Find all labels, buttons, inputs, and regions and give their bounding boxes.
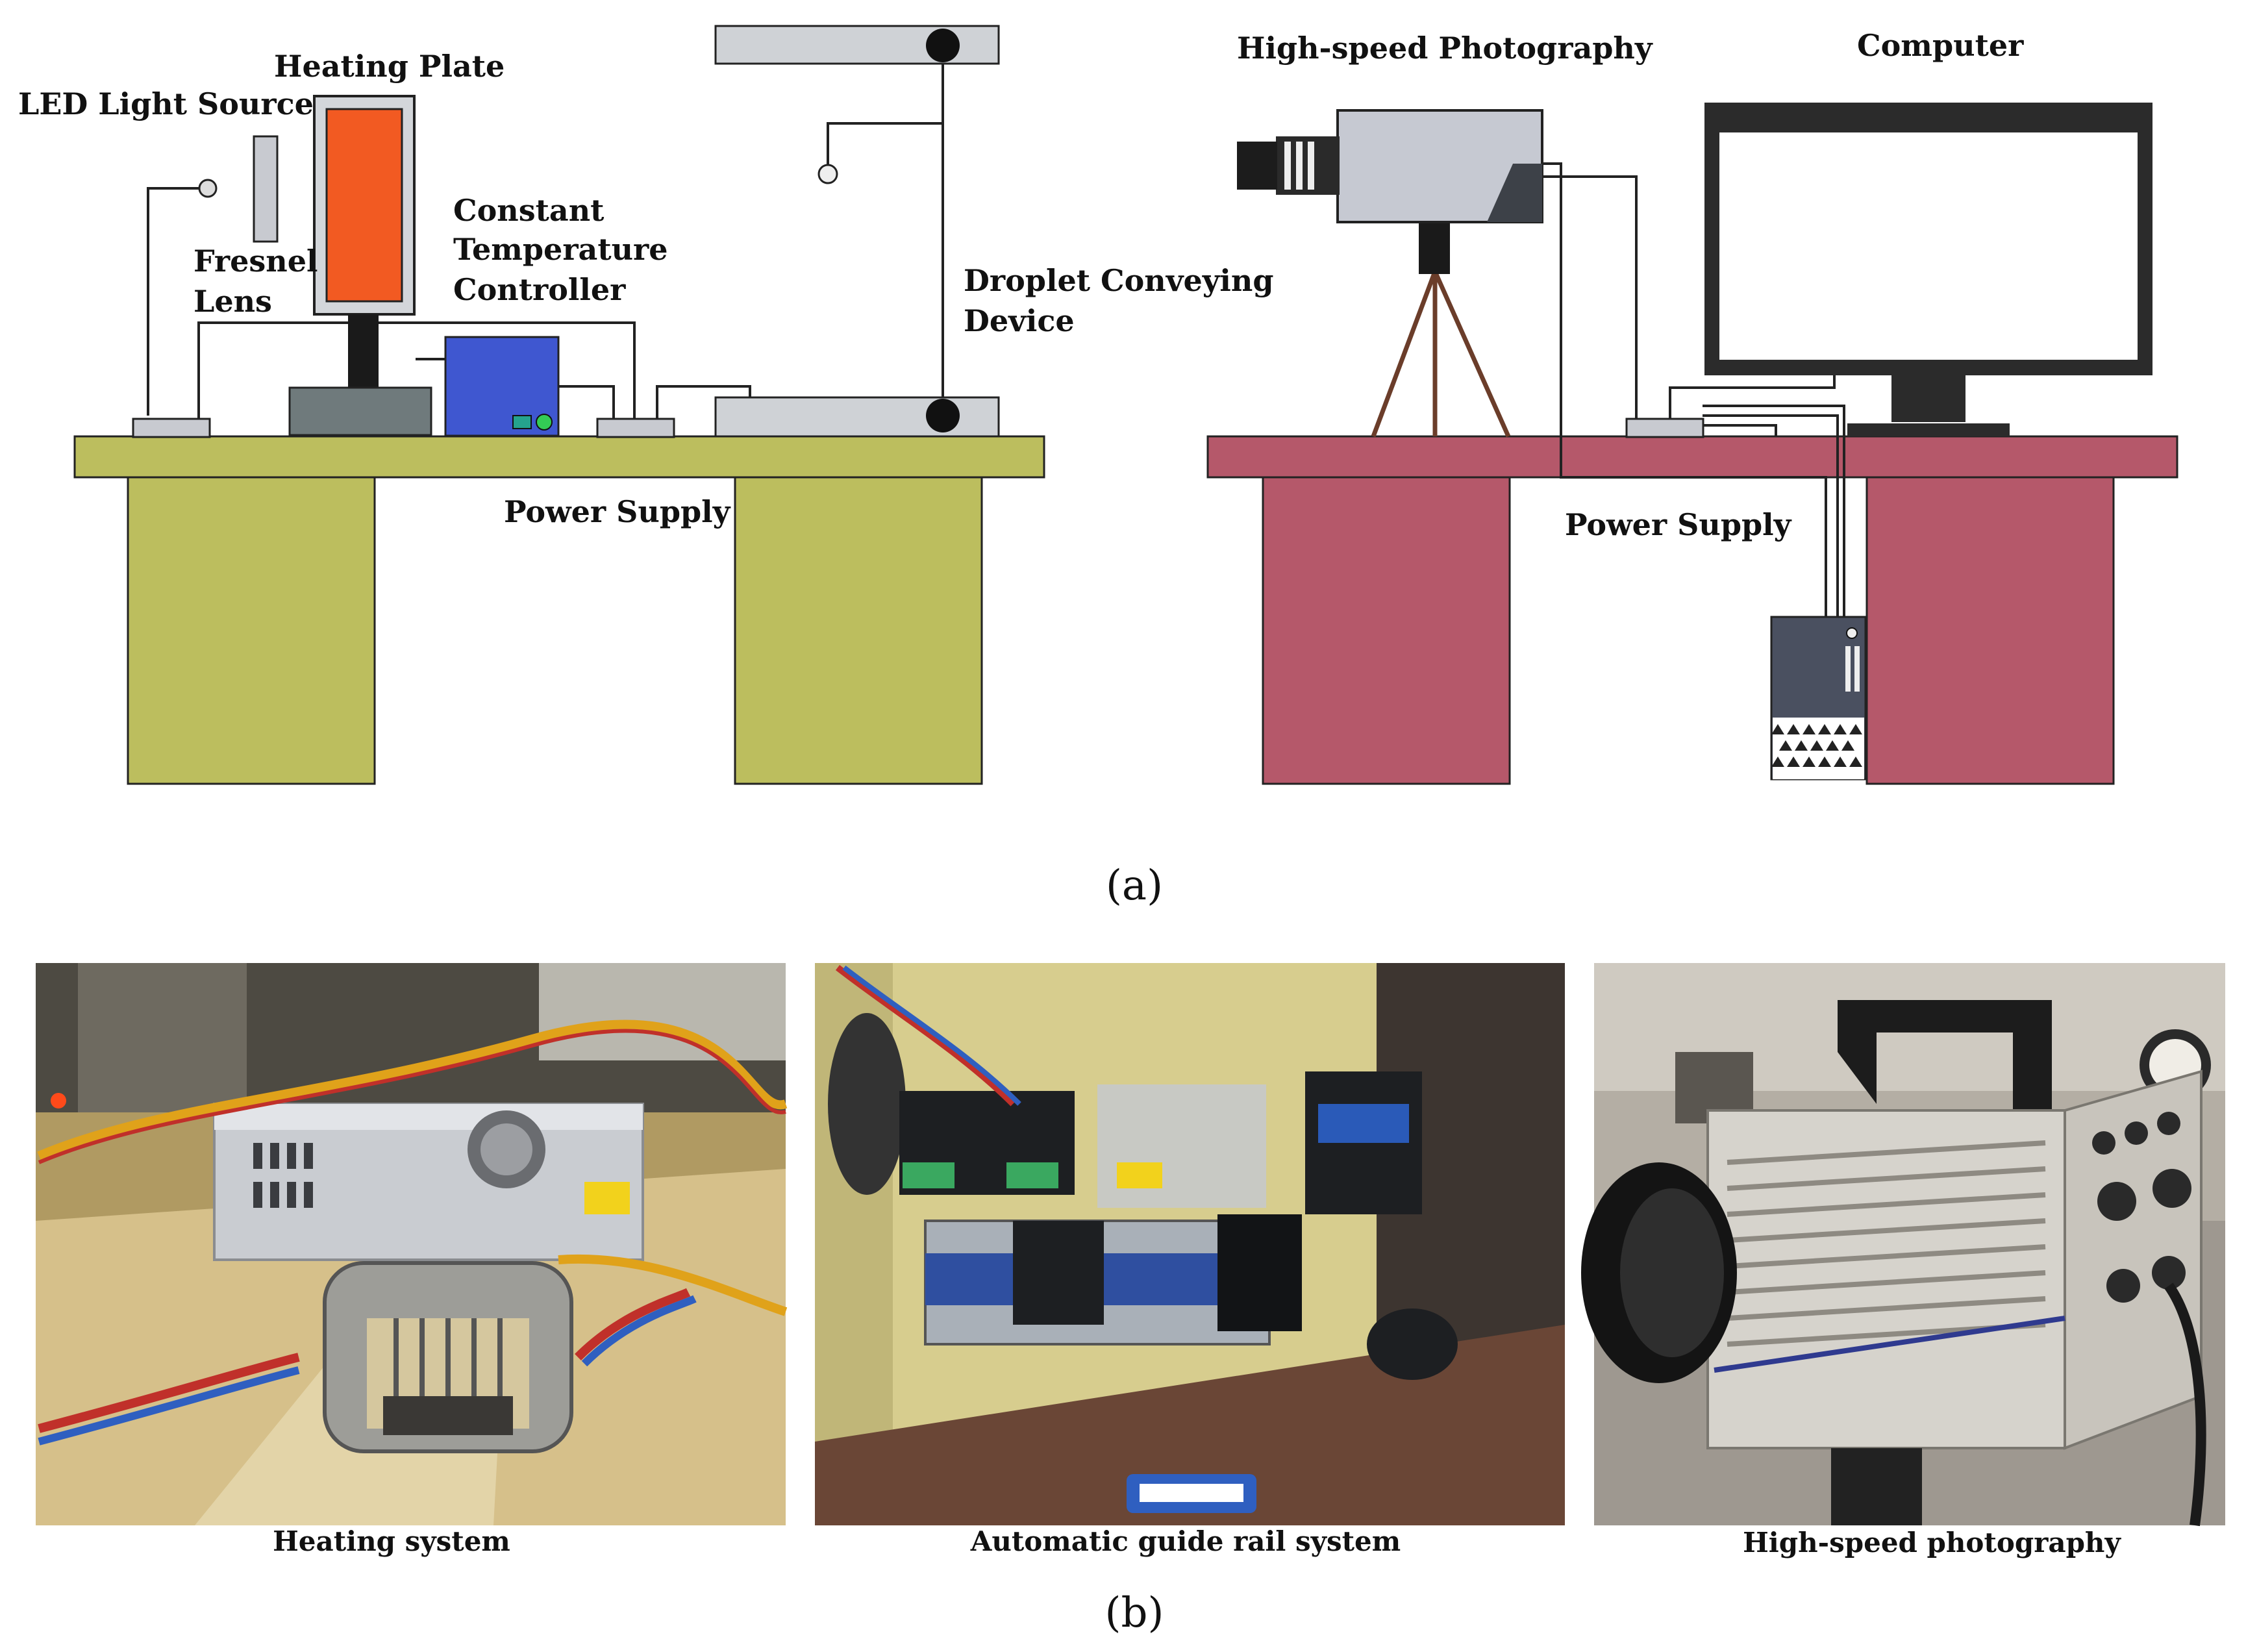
left-components <box>132 25 1000 438</box>
led-light-source <box>253 135 279 243</box>
left-table-leg-left <box>127 476 376 785</box>
label-power-supply-left: Power Supply <box>504 494 731 529</box>
left-table-leg-right <box>734 476 983 785</box>
droplet-nozzle <box>817 164 838 184</box>
left-labels: Heating Plate LED Light Source Fresnel L… <box>18 49 1274 529</box>
caption-heating-system: Heating system <box>273 1525 510 1557</box>
camera-lens-ring-2 <box>1296 142 1303 190</box>
caption-high-speed-photography: High-speed photography <box>1743 1527 2121 1558</box>
camera-body-shade <box>1487 164 1542 222</box>
right-workbench <box>1206 435 2178 785</box>
photo-captions: Heating system Automatic guide rail syst… <box>273 1525 2121 1558</box>
power-supply-left-a <box>132 418 211 438</box>
label-power-supply-right: Power Supply <box>1565 507 1792 542</box>
label-droplet-line1: Droplet Conveying <box>964 263 1274 298</box>
droplet-nozzle-wire <box>827 122 943 174</box>
caption-guide-rail-system: Automatic guide rail system <box>970 1525 1401 1557</box>
label-droplet-line2: Device <box>964 303 1075 338</box>
label-fresnel-line2: Lens <box>193 284 272 319</box>
camera-photo <box>1581 963 2225 1527</box>
controller-display <box>512 415 532 429</box>
monitor-wire <box>1669 373 1836 419</box>
tripod-leg-right <box>1432 270 1511 438</box>
monitor-neck <box>1891 375 1965 422</box>
led-indicator <box>198 179 218 198</box>
label-controller-line2: Temperature <box>453 232 668 267</box>
camera-lens-front <box>1237 142 1277 190</box>
controller-wire-b <box>558 385 615 419</box>
pc-tower-vent-pattern <box>1771 724 1862 767</box>
label-computer: Computer <box>1857 28 2024 63</box>
left-table-top <box>73 435 1045 479</box>
controller-knob <box>536 414 553 431</box>
tripod-head <box>1419 221 1450 274</box>
camera-lens-ring-1 <box>1284 142 1291 190</box>
camera-power-wire <box>1541 162 1827 617</box>
left-workbench <box>73 435 1045 785</box>
rail-power-wire <box>656 385 751 419</box>
right-table-leg-right <box>1865 476 2115 785</box>
heating-system-photo <box>36 963 788 1525</box>
droplet-rail-bottom-wheel <box>926 399 960 432</box>
pc-power-button <box>1846 627 1858 639</box>
pc-drive-bay <box>1845 646 1851 692</box>
heating-plate <box>325 108 403 303</box>
heating-plate-stem <box>348 314 379 390</box>
pc-wire-b <box>1703 414 1839 617</box>
left-wiring <box>147 40 944 419</box>
right-table-leg-left <box>1262 476 1511 785</box>
guide-rail-photo <box>815 963 1565 1525</box>
label-high-speed-photography: High-speed Photography <box>1237 31 1653 66</box>
monitor-base <box>1847 423 2010 436</box>
label-controller-line3: Controller <box>453 272 626 307</box>
led-wire <box>147 187 206 416</box>
label-fresnel-line1: Fresnel <box>193 244 318 279</box>
camera-data-wire <box>1541 175 1638 419</box>
camera-lens-ring-3 <box>1308 142 1314 190</box>
label-led-light-source: LED Light Source <box>18 86 314 121</box>
droplet-rail-top-wheel <box>926 29 960 62</box>
right-wiring <box>1541 162 1845 617</box>
pc-wire-a <box>1703 424 1777 436</box>
tripod-leg-left <box>1371 270 1438 438</box>
monitor-screen <box>1719 132 2138 360</box>
right-table-top <box>1206 435 2178 479</box>
temperature-controller <box>444 336 560 437</box>
right-components <box>1237 103 2152 781</box>
heating-plate-base <box>288 386 432 436</box>
plate-to-power-wire <box>197 321 636 419</box>
panel-b-label: (b) <box>1105 1589 1164 1637</box>
pc-drive-bay-2 <box>1854 646 1860 692</box>
label-heating-plate: Heating Plate <box>274 49 505 84</box>
label-controller-line1: Constant <box>453 193 605 228</box>
power-supply-right <box>1625 418 1704 438</box>
pc-wire-c <box>1703 405 1845 617</box>
power-supply-left-b <box>596 418 675 438</box>
panel-a-label: (a) <box>1106 862 1163 910</box>
right-labels: High-speed Photography Computer Power Su… <box>1237 28 2024 542</box>
